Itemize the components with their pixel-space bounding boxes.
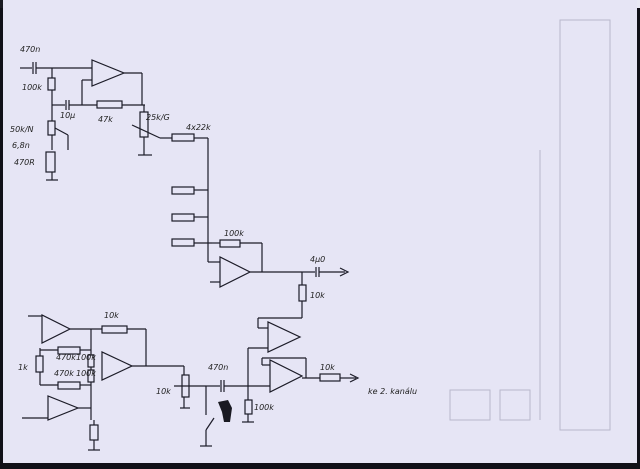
label-pot-bal: 10k xyxy=(156,387,171,396)
mixer-stage xyxy=(171,186,350,318)
switch-shading xyxy=(218,400,232,422)
label-r-mix: 4x22k xyxy=(186,123,211,132)
label-r-diff1b: 100k xyxy=(76,353,96,362)
pot-50k xyxy=(47,120,56,136)
label-r-fb: 47k xyxy=(98,115,113,124)
opamp-1 xyxy=(91,59,126,87)
label-r-mix-fb: 100k xyxy=(224,229,244,238)
diff-stage xyxy=(22,314,360,451)
label-r-diff-out: 10k xyxy=(104,311,119,320)
label-r-bias: 100k xyxy=(22,83,42,92)
label-r-gain: 1k xyxy=(18,363,28,372)
label-c-tone: 6,8n xyxy=(12,141,30,150)
label-r-tone: 470R xyxy=(14,158,35,167)
label-r-coup: 100k xyxy=(254,403,274,412)
label-c-coup: 470n xyxy=(208,363,228,372)
resistor-470R xyxy=(45,151,56,173)
label-r-out-top: 10k xyxy=(310,291,325,300)
label-c-in: 470n xyxy=(20,45,40,54)
label-pot-tone: 50k/N xyxy=(10,125,34,134)
resistor-47k xyxy=(96,100,123,109)
label-r-final: 10k xyxy=(320,363,335,372)
label-c-out: 4μ0 xyxy=(310,255,325,264)
bleed-through xyxy=(449,19,611,431)
label-c-fb: 10μ xyxy=(60,111,75,120)
label-pot-vol: 25k/G xyxy=(146,113,170,122)
resistor-100k xyxy=(47,77,56,91)
opamp-mixer xyxy=(219,256,252,288)
label-r-diff2: 470k xyxy=(54,369,74,378)
resistor-22k xyxy=(171,133,195,142)
label-r-diff1: 470k xyxy=(56,353,76,362)
input-stage xyxy=(20,59,209,248)
label-output-note: ke 2. kanálu xyxy=(368,387,417,396)
label-r-diff2b: 100k xyxy=(76,369,96,378)
